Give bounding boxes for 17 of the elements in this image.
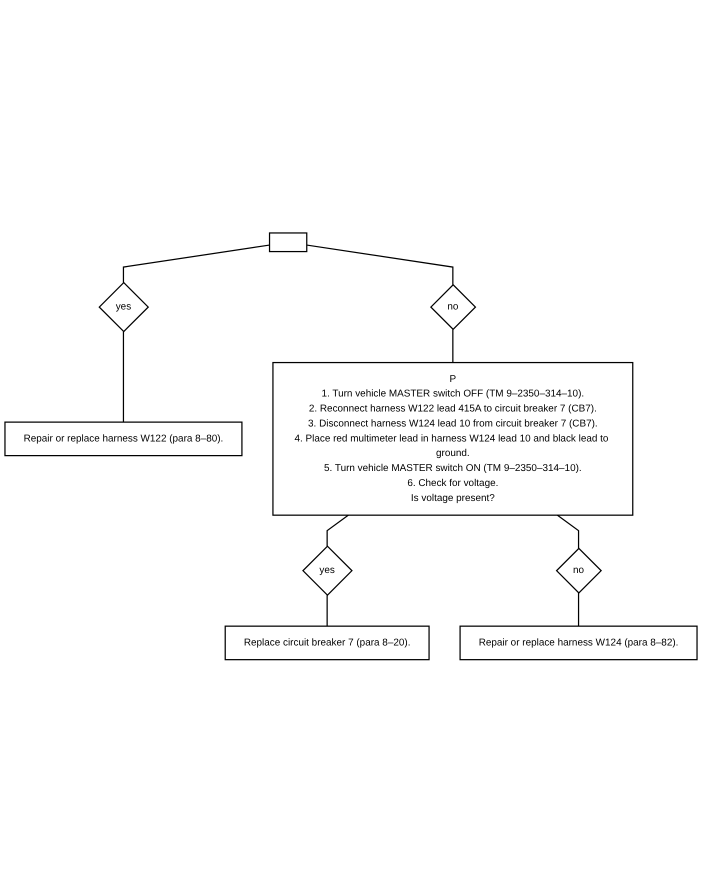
connector-line — [122, 331, 124, 422]
decision-diamond: yes — [302, 545, 353, 596]
process-box: Repair or replace harness W122 (para 8–80). — [4, 421, 243, 456]
connector-line — [326, 514, 349, 546]
process-box: Repair or replace harness W124 (para 8–82). — [459, 625, 698, 660]
connector-line — [578, 592, 580, 626]
connector-line — [122, 244, 270, 282]
connector-line — [326, 594, 328, 626]
decision-diamond: no — [430, 284, 476, 330]
decision-diamond: yes — [98, 281, 150, 332]
connector-line — [556, 514, 580, 548]
connector-line — [452, 329, 454, 362]
process-box: Replace circuit breaker 7 (para 8–20). — [224, 625, 430, 660]
box-shape — [268, 232, 308, 252]
connector-line — [306, 244, 454, 284]
decision-diamond: no — [556, 547, 602, 594]
process-box: P 1. Turn vehicle MASTER switch OFF (TM 9–2350–314–10). 2. Reconnect harness W122 lead 415A to circuit breaker 7 (CB7). 3. Disconnect harness W124 lead 10 from circuit breaker 7 (CB7). 4. Place red multimeter lead in harness W124 lead 10 and black lead to ground. 5. Turn vehicle MASTER switch ON (TM 9–2350–314–10). 6. Check for voltage. Is voltage present? — [272, 362, 634, 516]
